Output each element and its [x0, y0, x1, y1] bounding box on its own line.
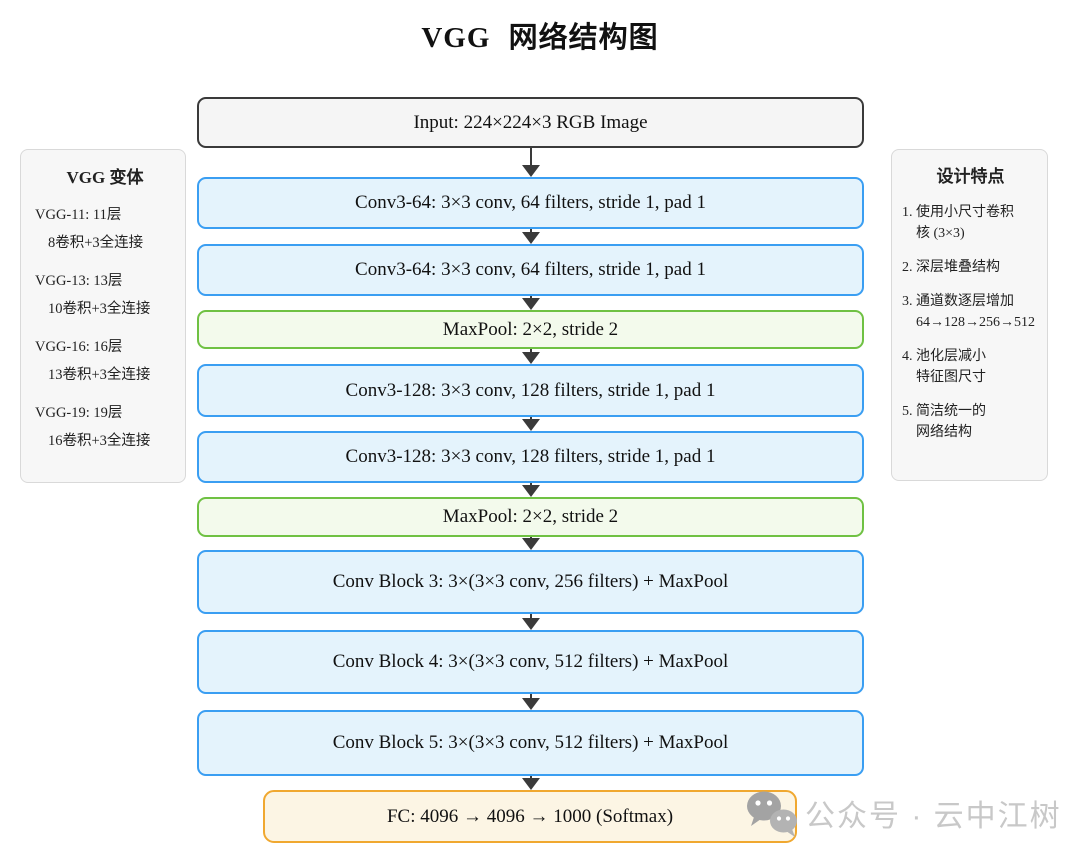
- arrow-stem: [530, 694, 532, 698]
- feature-line: 特征图尺寸: [916, 370, 986, 385]
- feature-line: 64→128→256→512: [916, 315, 1035, 330]
- variant-name: VGG-19: 19层: [35, 405, 123, 421]
- fc-box: FC: 4096 → 4096 → 1000 (Softmax): [263, 790, 797, 843]
- flow-arrow: [520, 417, 542, 431]
- flow-arrow: [520, 148, 542, 177]
- feature-line: 5. 简洁统一的: [902, 404, 986, 419]
- arrow-stem: [530, 483, 532, 485]
- flow-arrow: [520, 349, 542, 364]
- flow-arrow: [520, 229, 542, 244]
- arrow-head-icon: [522, 538, 540, 550]
- feature-line: 网络结构: [916, 425, 972, 440]
- conv-block-5-box: Conv Block 5: 3×(3×3 conv, 512 filters) …: [197, 710, 864, 776]
- input-box: Input: 224×224×3 RGB Image: [197, 97, 864, 148]
- arrow-head-icon: [522, 618, 540, 630]
- conv3-64-box-1: Conv3-64: 3×3 conv, 64 filters, stride 1…: [197, 177, 864, 229]
- arrow-head-icon: [522, 485, 540, 497]
- variant-name: VGG-16: 16层: [35, 339, 123, 355]
- variant-vgg16: VGG-16: 16层 13卷积+3全连接: [35, 335, 175, 384]
- feature-item-1: 1. 使用小尺寸卷积 核 (3×3): [902, 202, 1039, 244]
- arrow-stem: [530, 349, 532, 352]
- conv-block-3-box: Conv Block 3: 3×(3×3 conv, 256 filters) …: [197, 550, 864, 614]
- arrow-stem: [530, 614, 532, 618]
- conv3-128-box-1: Conv3-128: 3×3 conv, 128 filters, stride…: [197, 364, 864, 417]
- variant-vgg11: VGG-11: 11层 8卷积+3全连接: [35, 203, 175, 252]
- arrow-head-icon: [522, 419, 540, 431]
- arrow-stem: [530, 776, 532, 778]
- design-features-panel: 设计特点 1. 使用小尺寸卷积 核 (3×3) 2. 深层堆叠结构 3. 通道数…: [891, 149, 1048, 481]
- variant-detail: 8卷积+3全连接: [48, 235, 144, 251]
- feature-item-4: 4. 池化层减小 特征图尺寸: [902, 346, 1039, 388]
- feature-item-3: 3. 通道数逐层增加 64→128→256→512: [902, 291, 1039, 333]
- feature-item-2: 2. 深层堆叠结构: [902, 257, 1039, 278]
- feature-line: 2. 深层堆叠结构: [902, 260, 1000, 275]
- variant-detail: 13卷积+3全连接: [48, 367, 151, 383]
- flow-arrow: [520, 694, 542, 710]
- flow-arrow: [520, 483, 542, 497]
- flow-arrow: [520, 614, 542, 630]
- conv-block-4-box: Conv Block 4: 3×(3×3 conv, 512 filters) …: [197, 630, 864, 694]
- maxpool-box-1: MaxPool: 2×2, stride 2: [197, 310, 864, 349]
- watermark: 公众号 · 云中江树: [742, 785, 1062, 841]
- arrow-head-icon: [522, 232, 540, 244]
- maxpool-box-2: MaxPool: 2×2, stride 2: [197, 497, 864, 537]
- arrow-stem: [530, 148, 532, 165]
- page-title: VGG 网络结构图: [421, 22, 659, 54]
- feature-item-5: 5. 简洁统一的 网络结构: [902, 401, 1039, 443]
- variant-detail: 10卷积+3全连接: [48, 301, 151, 317]
- flow-arrow: [520, 296, 542, 310]
- arrow-head-icon: [522, 352, 540, 364]
- feature-line: 1. 使用小尺寸卷积: [902, 205, 1014, 220]
- variant-vgg13: VGG-13: 13层 10卷积+3全连接: [35, 269, 175, 318]
- vgg-variants-panel: VGG 变体 VGG-11: 11层 8卷积+3全连接 VGG-13: 13层 …: [20, 149, 186, 483]
- conv3-64-box-2: Conv3-64: 3×3 conv, 64 filters, stride 1…: [197, 244, 864, 296]
- arrow-head-icon: [522, 698, 540, 710]
- arrow-stem: [530, 296, 532, 298]
- arrow-stem: [530, 537, 532, 538]
- flow-arrow: [520, 537, 542, 550]
- watermark-text: 公众号 · 云中江树: [805, 800, 1062, 833]
- feature-line: 4. 池化层减小: [902, 349, 986, 364]
- feature-line: 3. 通道数逐层增加: [902, 294, 1014, 309]
- arrow-stem: [530, 229, 532, 232]
- arrow-stem: [530, 417, 532, 419]
- variant-name: VGG-13: 13层: [35, 273, 123, 289]
- wechat-icon: [747, 791, 797, 837]
- variant-vgg19: VGG-19: 19层 16卷积+3全连接: [35, 401, 175, 450]
- arrow-head-icon: [522, 778, 540, 790]
- conv3-128-box-2: Conv3-128: 3×3 conv, 128 filters, stride…: [197, 431, 864, 483]
- variants-panel-title: VGG 变体: [66, 168, 144, 187]
- feature-line: 核 (3×3): [916, 226, 965, 241]
- variant-name: VGG-11: 11层: [35, 207, 122, 223]
- variant-detail: 16卷积+3全连接: [48, 433, 151, 449]
- features-panel-title: 设计特点: [936, 167, 1005, 186]
- arrow-head-icon: [522, 298, 540, 310]
- arrow-head-icon: [522, 165, 540, 177]
- flow-arrow: [520, 776, 542, 790]
